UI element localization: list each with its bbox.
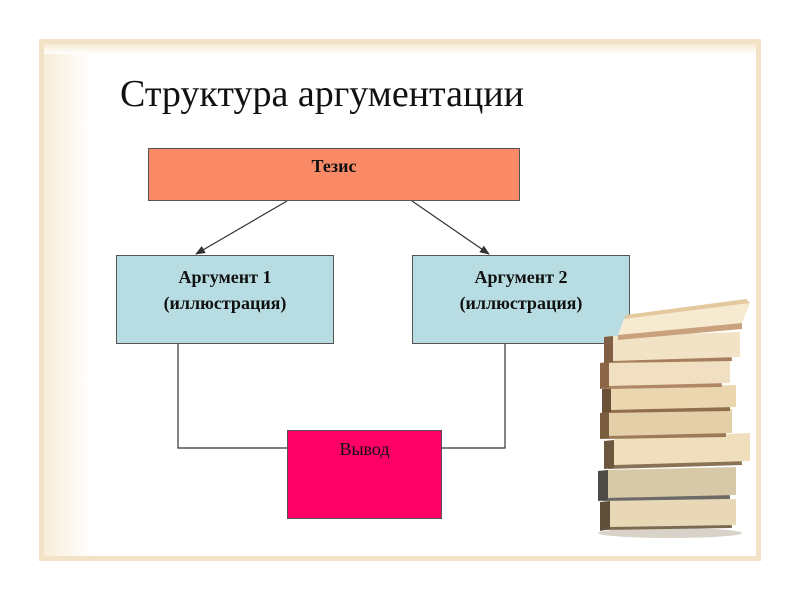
argument2-label: Аргумент 2	[413, 264, 629, 290]
argument1-sublabel: (иллюстрация)	[117, 290, 333, 316]
slide-title: Структура аргументации	[120, 72, 524, 116]
argument1-box: Аргумент 1 (иллюстрация)	[116, 255, 334, 344]
conclusion-label: Вывод	[339, 439, 389, 459]
conclusion-box: Вывод	[287, 430, 442, 519]
argument1-label: Аргумент 1	[117, 264, 333, 290]
stack-of-books-icon	[590, 295, 760, 540]
slide-frame-top-band	[44, 44, 756, 54]
thesis-label: Тезис	[312, 156, 357, 176]
thesis-box: Тезис	[148, 148, 520, 201]
slide-frame-left-band	[44, 44, 90, 556]
